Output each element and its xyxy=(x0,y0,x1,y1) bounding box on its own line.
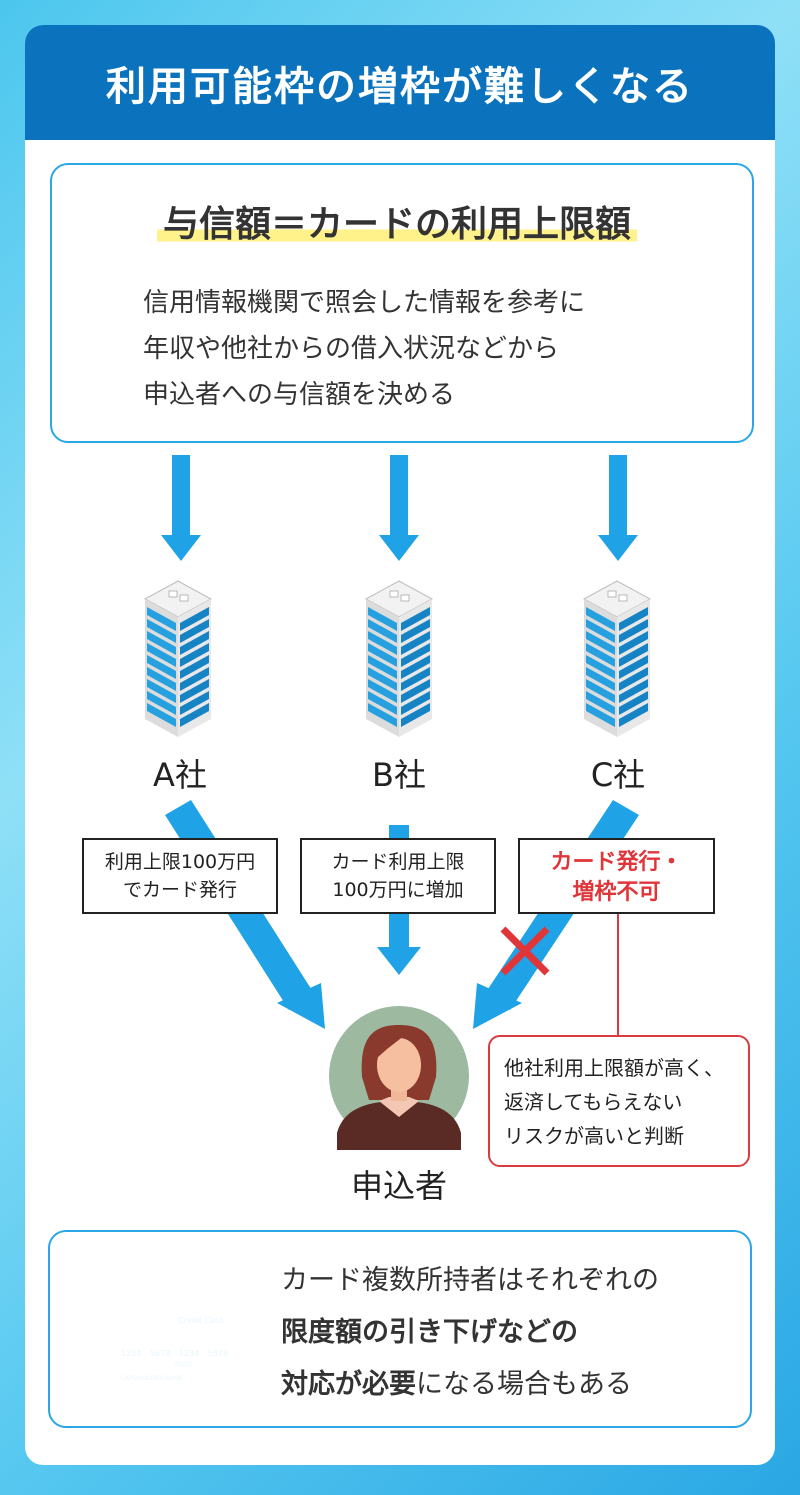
company-label-a: A社 xyxy=(153,756,207,794)
definition-line: 申込者への与信額を決める xyxy=(143,380,456,410)
note-a: 利用上限100万円 でカード発行 xyxy=(82,838,278,914)
company-label-c: C社 xyxy=(590,756,646,794)
definition-line: 年収や他社からの借入状況などから xyxy=(143,334,560,364)
down-arrow-a xyxy=(161,455,201,561)
bottom-line-1: カード複数所持者はそれぞれの xyxy=(281,1265,659,1296)
note-line: 100万円に増加 xyxy=(332,879,464,901)
risk-line: 返済してもらえない xyxy=(504,1090,683,1114)
building-icon-b xyxy=(365,580,433,738)
applicant-label: 申込者 xyxy=(350,1167,447,1205)
card-holder: CARDHOLDER NAME xyxy=(121,1375,183,1382)
down-arrow-b xyxy=(379,455,419,561)
applicant-avatar xyxy=(329,1006,469,1150)
card-number-group: 5678 xyxy=(149,1349,171,1358)
bottom-line-2: 限度額の引き下げなどの xyxy=(281,1317,578,1348)
bottom-line-3: 対応が必要になる場合もある xyxy=(281,1359,741,1411)
note-c: カード発行・ 増枠不可 xyxy=(518,838,715,914)
risk-note: 他社利用上限額が高く、 返済してもらえない リスクが高いと判断 xyxy=(488,1035,750,1167)
building-icon-c xyxy=(583,580,651,738)
definition-text: 信用情報機関で照会した情報を参考に 年収や他社からの借入状況などから 申込者への… xyxy=(143,280,703,418)
page-title: 利用可能枠の増枠が難しくなる xyxy=(25,25,775,140)
note-line: カード利用上限 xyxy=(331,851,465,873)
definition-line: 信用情報機関で照会した情報を参考に xyxy=(143,288,586,318)
arrow-a-to-applicant xyxy=(165,800,325,1029)
note-line: 増枠不可 xyxy=(572,880,661,905)
bottom-note-box xyxy=(48,1230,752,1428)
infographic-card: 利用可能枠の増枠が難しくなる 与信額＝カードの利用上限額 信用情報機関で照会した… xyxy=(25,25,775,1465)
note-line: でカード発行 xyxy=(122,879,237,901)
bottom-line-3-bold: 対応が必要 xyxy=(281,1369,416,1400)
definition-title-text: 与信額＝カードの利用上限額 xyxy=(156,204,637,245)
risk-line: 他社利用上限額が高く、 xyxy=(504,1056,724,1080)
company-label-b: B社 xyxy=(372,756,426,794)
card-number-group: 1234 xyxy=(178,1349,200,1358)
bottom-line-3-rest: になる場合もある xyxy=(416,1369,632,1400)
card-brand: Credit Card xyxy=(178,1316,224,1325)
card-number: 1234 5678 1234 5678 xyxy=(121,1349,228,1358)
building-icon-a xyxy=(144,580,212,738)
bottom-note-text: カード複数所持者はそれぞれの 限度額の引き下げなどの 対応が必要になる場合もある xyxy=(281,1255,741,1411)
note-line: 利用上限100万円 xyxy=(104,851,256,873)
card-number-group: 5678 xyxy=(207,1349,229,1358)
note-b: カード利用上限 100万円に増加 xyxy=(300,838,496,914)
card-expiry: 01/01 xyxy=(175,1361,193,1368)
down-arrow-c xyxy=(598,455,638,561)
arrow-c-to-applicant xyxy=(473,800,639,1029)
note-line: カード発行・ xyxy=(550,850,683,875)
cross-icon xyxy=(500,926,550,976)
definition-title: 与信額＝カードの利用上限額 xyxy=(105,195,689,247)
card-number-group: 1234 xyxy=(121,1349,142,1358)
risk-line: リスクが高いと判断 xyxy=(504,1124,684,1148)
